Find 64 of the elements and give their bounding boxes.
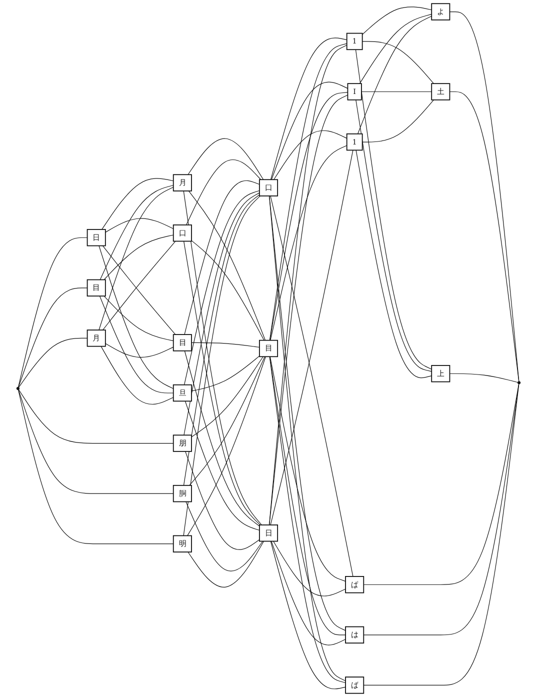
connector <box>191 240 264 341</box>
connector <box>104 234 174 280</box>
connector <box>270 540 346 690</box>
connector <box>270 38 348 180</box>
connector <box>270 150 354 526</box>
connector <box>184 400 260 531</box>
connector <box>271 540 346 646</box>
connector <box>363 384 520 636</box>
connector <box>191 342 260 348</box>
connector <box>105 218 174 233</box>
connector <box>184 350 260 526</box>
connector <box>270 145 348 341</box>
connector <box>105 343 174 358</box>
connector <box>361 91 432 92</box>
connector <box>186 160 262 226</box>
connector <box>270 196 354 577</box>
connector <box>355 49 432 370</box>
connector <box>191 356 264 438</box>
connector <box>183 240 260 526</box>
connector <box>271 82 348 180</box>
connector <box>184 180 260 335</box>
connector <box>188 540 264 588</box>
connector <box>270 356 346 582</box>
connector <box>270 92 348 341</box>
connector <box>184 192 260 436</box>
connector <box>104 296 174 342</box>
connector <box>99 296 174 394</box>
connector <box>18 389 174 494</box>
connector <box>100 346 174 405</box>
connector <box>98 245 174 389</box>
connector <box>356 100 432 372</box>
connector <box>357 16 432 134</box>
node-circle <box>16 386 20 390</box>
connector <box>269 43 348 341</box>
connector <box>362 41 434 84</box>
connector <box>98 186 174 330</box>
connector <box>187 356 266 536</box>
connector <box>356 150 432 378</box>
connector <box>186 501 263 572</box>
connector <box>191 356 260 392</box>
connector <box>18 390 174 544</box>
node-circle <box>517 381 521 384</box>
connector <box>188 138 264 180</box>
connector <box>189 356 266 486</box>
connector <box>184 190 260 386</box>
connector <box>449 91 520 382</box>
connector <box>100 184 174 280</box>
connector <box>18 237 88 388</box>
connector <box>362 100 434 142</box>
connector <box>363 384 520 686</box>
connector <box>18 288 88 388</box>
connector <box>18 389 174 444</box>
connector <box>359 14 432 84</box>
connector <box>18 338 88 388</box>
connector <box>449 12 520 382</box>
connector <box>273 130 348 180</box>
connector <box>183 194 260 486</box>
connector <box>102 178 174 230</box>
connector <box>273 540 346 596</box>
connector <box>363 384 520 585</box>
connector <box>449 373 518 383</box>
connector <box>185 451 260 550</box>
connector <box>362 6 432 35</box>
connector <box>188 190 266 341</box>
